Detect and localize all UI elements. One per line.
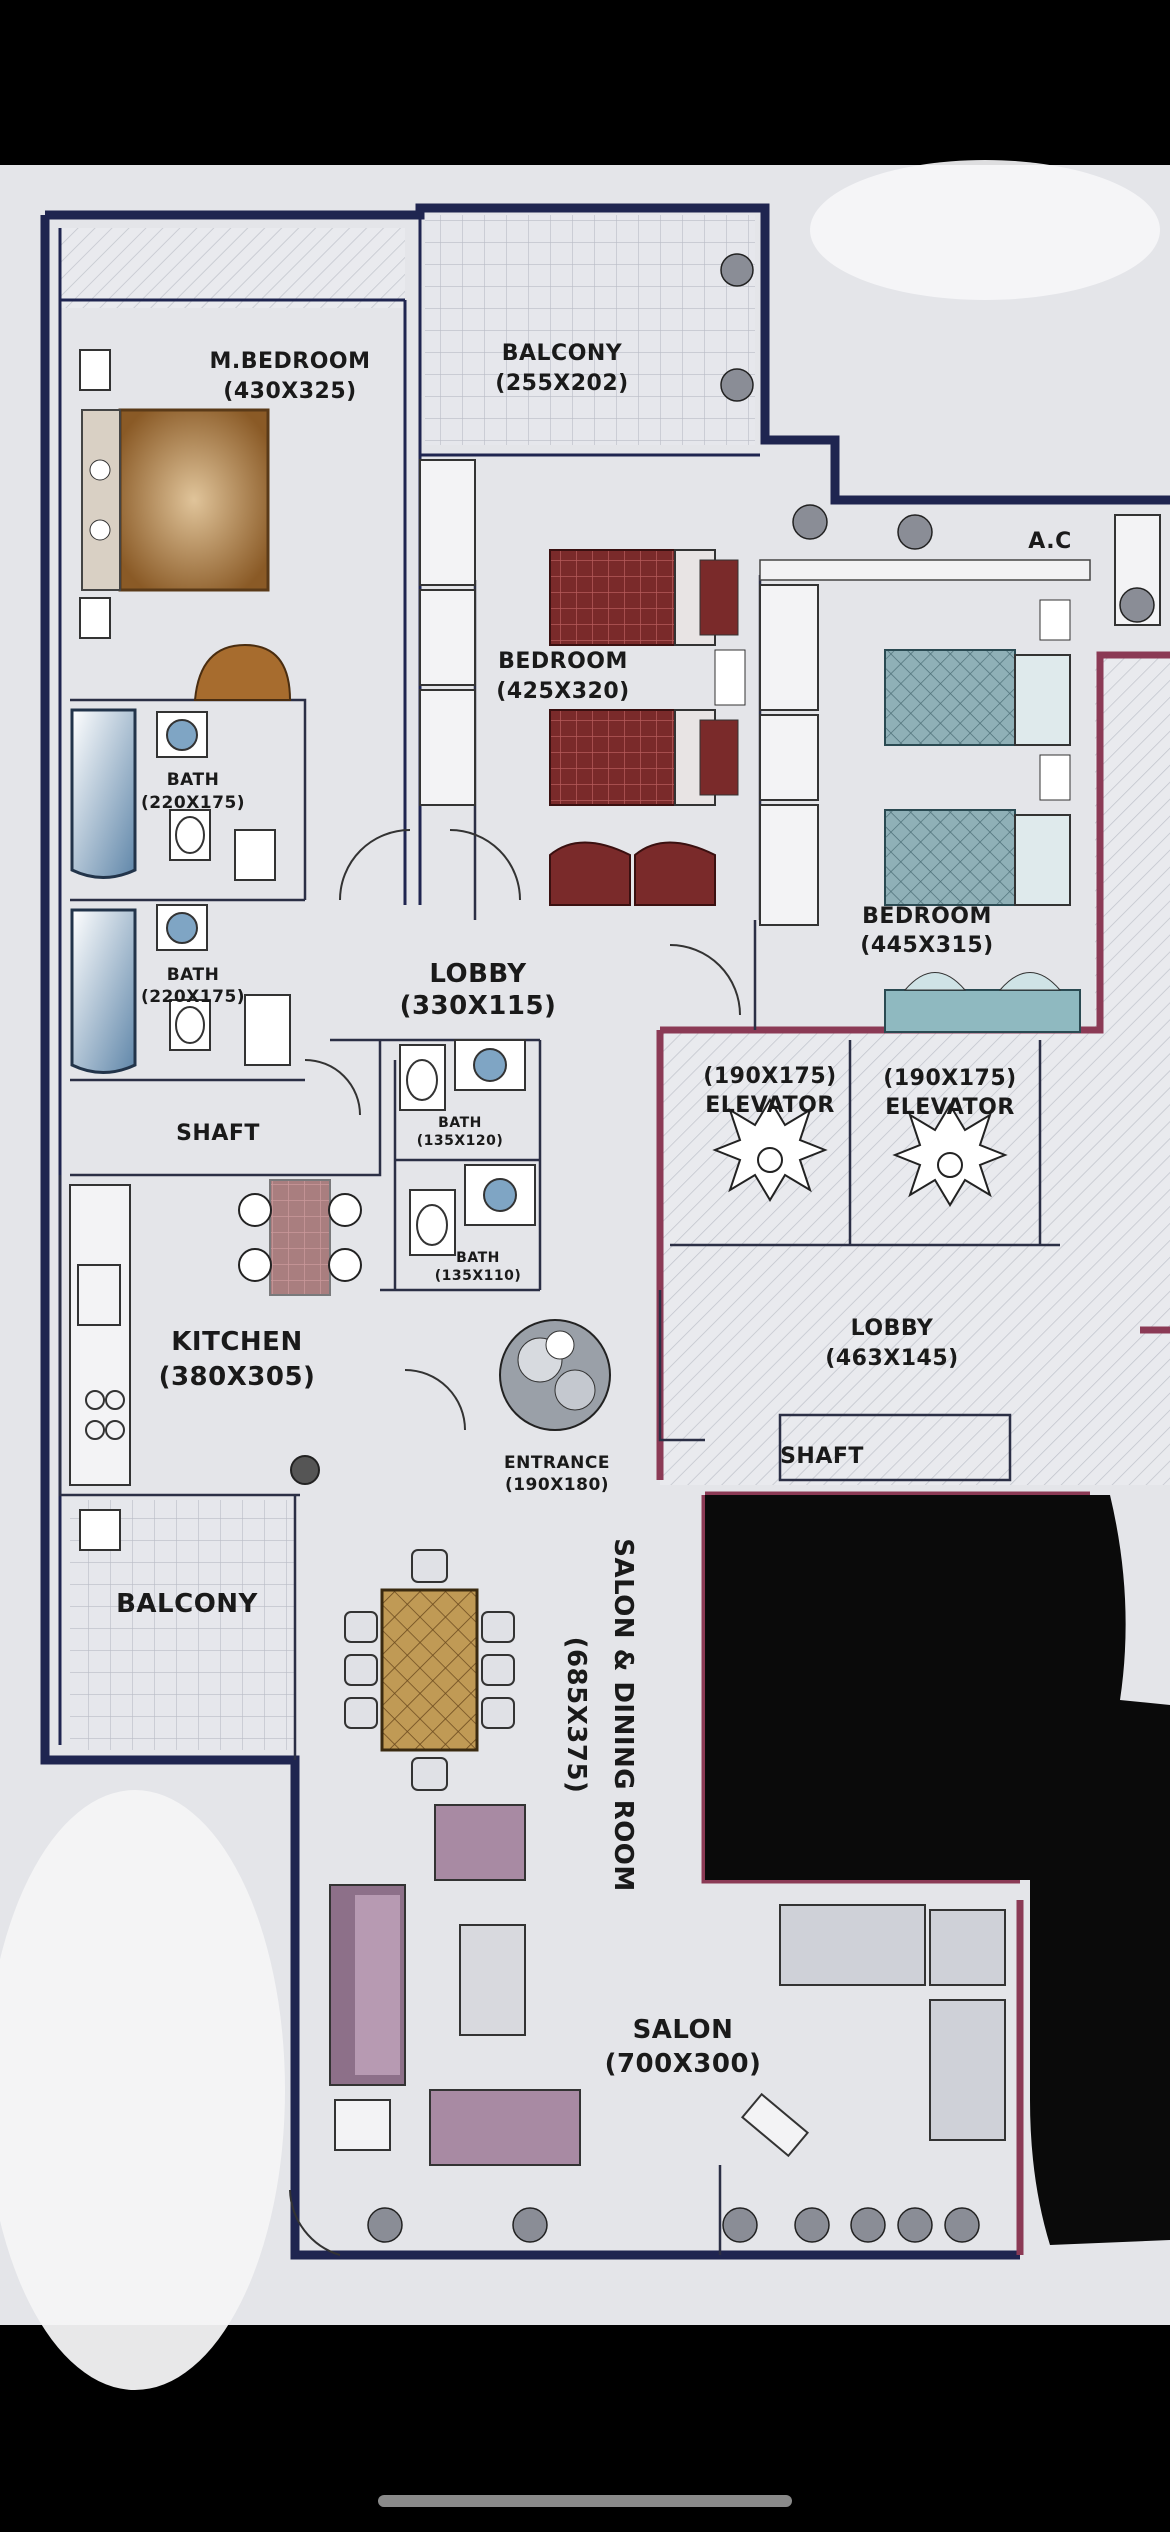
- ac-label: A.C: [1028, 529, 1071, 554]
- balcony-top-floor: [425, 215, 755, 445]
- bath-3-size: (135X120): [417, 1133, 504, 1149]
- salon-dining-name: SALON & DINING ROOM: [608, 1538, 638, 1892]
- bath-4-size: (135X110): [435, 1268, 522, 1284]
- bedroom-mid-beds: [549, 549, 746, 806]
- salon-armchair-1: [434, 1804, 526, 1881]
- salon-armchair-2: [429, 2089, 581, 2166]
- bedroom-right-beds: [884, 599, 1071, 906]
- home-indicator[interactable]: [378, 2495, 792, 2507]
- lobby-inner-size: (330X115): [400, 991, 557, 1021]
- elevator-1-name: ELEVATOR: [705, 1093, 835, 1118]
- salon-coffee-table: [459, 1924, 526, 2036]
- kitchen-size: (380X305): [159, 1362, 316, 1392]
- bedroom-right-name: BEDROOM: [862, 904, 992, 929]
- bathtub-2: [70, 908, 137, 1074]
- kitchen-counter: [69, 1184, 131, 1486]
- salon-sofa-right: [779, 1904, 1006, 2141]
- elevator-2-icon: [892, 1103, 1008, 1207]
- bath-4-name: BATH: [456, 1250, 500, 1266]
- m-bedroom-name: M.BEDROOM: [209, 349, 370, 374]
- dining-table: [344, 1549, 515, 1791]
- bedroom-mid-name: BEDROOM: [498, 649, 628, 674]
- salon-size: (700X300): [605, 2049, 762, 2079]
- bath-3-name: BATH: [438, 1115, 482, 1131]
- lobby-outer-size: (463X145): [825, 1346, 958, 1371]
- bedroom-mid-size: (425X320): [496, 679, 629, 704]
- shaft-right-label: SHAFT: [780, 1444, 864, 1469]
- kitchen-table: [238, 1179, 362, 1296]
- master-bed: [81, 408, 270, 592]
- bath-2-size: (220X175): [141, 987, 245, 1007]
- elevator-1-icon: [712, 1098, 828, 1202]
- salon-sofa-left: [329, 1884, 406, 2086]
- bath-1-name: BATH: [167, 770, 220, 790]
- bedroom-right-dresser: [884, 989, 1081, 1033]
- m-bedroom-size: (430X325): [223, 379, 356, 404]
- lobby-outer-floor: [660, 1030, 1170, 1485]
- shaft-left-label: SHAFT: [176, 1121, 260, 1146]
- balcony-bottom-name: BALCONY: [116, 1589, 258, 1619]
- salon-dining-size: (685X375): [561, 1637, 591, 1794]
- armchair-brown: [193, 643, 292, 701]
- bathtub-1: [70, 708, 137, 879]
- entrance-name: ENTRANCE: [504, 1453, 610, 1473]
- balcony-top-name: BALCONY: [502, 341, 623, 366]
- lobby-outer-name: LOBBY: [851, 1316, 934, 1341]
- lobby-inner-name: LOBBY: [429, 959, 527, 989]
- redacted-area: [705, 1495, 1170, 2245]
- balcony-top-size: (255X202): [495, 371, 628, 396]
- entrance-plant-icon: [499, 1319, 611, 1431]
- bedroom-right-size: (445X315): [860, 933, 993, 958]
- plant-pots: [367, 253, 1155, 2243]
- elevator-1-size: (190X175): [703, 1064, 836, 1089]
- elevator-2-name: ELEVATOR: [885, 1095, 1015, 1120]
- bedroom-mid-chairs: [549, 841, 716, 906]
- elevator-2-size: (190X175): [883, 1066, 1016, 1091]
- bath-1-size: (220X175): [141, 793, 245, 813]
- kitchen-name: KITCHEN: [171, 1327, 302, 1357]
- entrance-size: (190X180): [505, 1475, 609, 1495]
- salon-name: SALON: [633, 2015, 734, 2045]
- bath-2-name: BATH: [167, 965, 220, 985]
